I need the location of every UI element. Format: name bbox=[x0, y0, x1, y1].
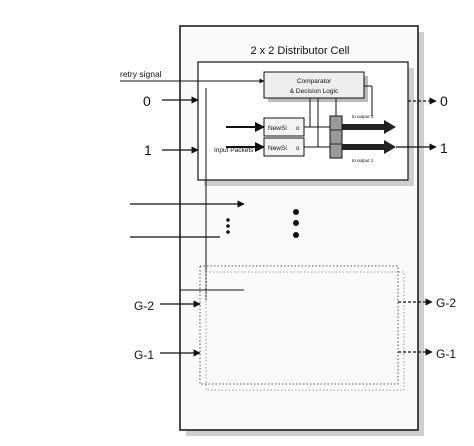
ellipsis-dot-large bbox=[293, 209, 299, 215]
newsi-label-1: NewSi bbox=[268, 125, 287, 132]
fat-output-arrow-2 bbox=[342, 140, 396, 154]
input-packets-label: Input Packets bbox=[214, 147, 254, 154]
newsi-suffix-1: o bbox=[296, 126, 300, 132]
crossbar-switch bbox=[329, 115, 343, 159]
small-output-label-top: to output 0 bbox=[352, 114, 374, 119]
lower-cell-dotted-shadow bbox=[205, 271, 405, 391]
newsi-label-2: NewSi bbox=[268, 145, 287, 152]
ellipsis-dot bbox=[226, 218, 230, 222]
port-output-label-1: 1 bbox=[440, 140, 448, 156]
port-input-label-0: 0 bbox=[143, 93, 151, 109]
port-input-label-1: 1 bbox=[144, 142, 152, 158]
ellipsis-dot-large bbox=[293, 232, 299, 238]
lower-cell-dotted bbox=[199, 265, 399, 385]
port-output-label-0: 0 bbox=[440, 93, 448, 109]
fat-output-arrow-1 bbox=[342, 120, 396, 134]
comparator-box bbox=[263, 71, 365, 99]
diagram-title: 2 x 2 Distributor Cell bbox=[250, 45, 349, 57]
ellipsis-dot bbox=[226, 224, 230, 228]
port-input-label-g1: G-1 bbox=[134, 348, 154, 362]
ellipsis-dot-large bbox=[293, 220, 299, 226]
small-output-label-bottom: to output 1 bbox=[352, 158, 374, 163]
retry-signal-label: retry signal bbox=[120, 69, 162, 79]
port-output-label-g1: G-1 bbox=[436, 347, 456, 361]
newsi-suffix-2: o bbox=[296, 146, 300, 152]
port-input-label-g2: G-2 bbox=[134, 299, 154, 313]
comparator-label-1: Comparator bbox=[297, 78, 332, 85]
ellipsis-dot bbox=[226, 230, 230, 234]
comparator-label-2: & Decision Logic bbox=[290, 88, 339, 95]
port-output-label-g2: G-2 bbox=[436, 296, 456, 310]
